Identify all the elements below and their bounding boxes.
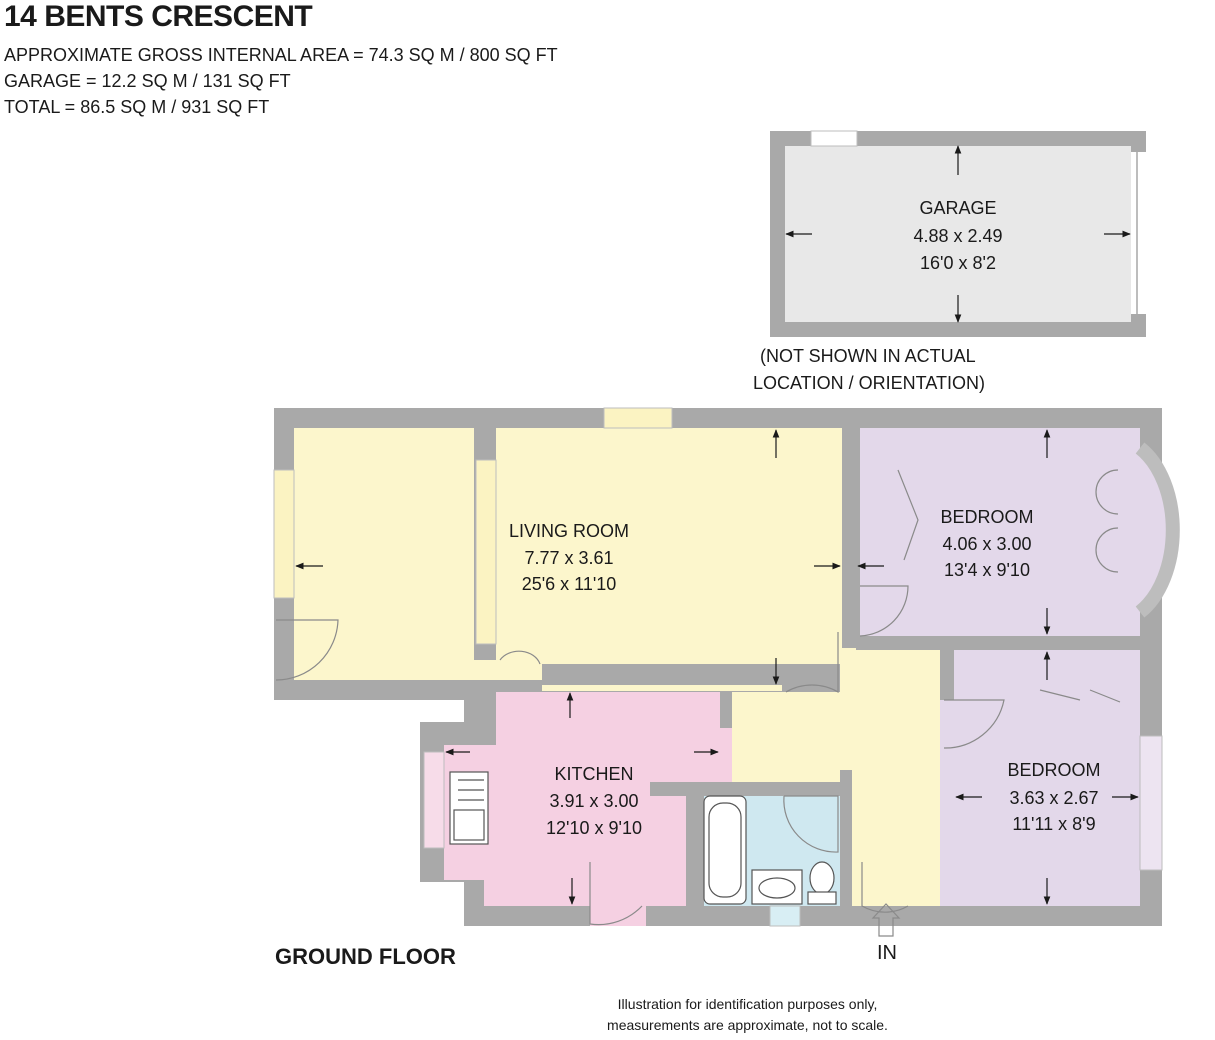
kitchen-metric: 3.91 x 3.00 — [549, 791, 638, 811]
garage-imperial: 16'0 x 8'2 — [920, 253, 996, 273]
bedroom2-imperial: 11'11 x 8'9 — [1012, 814, 1095, 834]
room-floors — [294, 428, 1173, 926]
disclaimer-line2: measurements are approximate, not to sca… — [607, 1017, 888, 1033]
bedroom2-name: BEDROOM — [1007, 760, 1100, 780]
garage-name: GARAGE — [919, 198, 996, 218]
living-room-name: LIVING ROOM — [509, 521, 629, 541]
kitchen-sink — [449, 771, 489, 845]
dimension-arrows — [295, 429, 1139, 905]
bedroom1-name: BEDROOM — [940, 507, 1033, 527]
garage-plan: GARAGE 4.88 x 2.49 16'0 x 8'2 — [770, 130, 1146, 337]
disclaimer-line1: Illustration for identification purposes… — [617, 996, 878, 1012]
bathroom-fixtures — [703, 795, 837, 905]
doors — [275, 469, 1121, 926]
room-labels: LIVING ROOM 7.77 x 3.61 25'6 x 11'10 BED… — [509, 507, 1101, 838]
garage-metric: 4.88 x 2.49 — [913, 226, 1002, 246]
garage-area-line: GARAGE = 12.2 SQ M / 131 SQ FT — [4, 71, 291, 91]
garage-note-line1: (NOT SHOWN IN ACTUAL — [760, 346, 976, 366]
bedroom2-metric: 3.63 x 2.67 — [1009, 788, 1098, 808]
living-room-metric: 7.77 x 3.61 — [524, 548, 613, 568]
total-area-line: TOTAL = 86.5 SQ M / 931 SQ FT — [4, 97, 270, 117]
entrance-arrow — [871, 903, 901, 937]
floor-label: GROUND FLOOR — [275, 944, 456, 969]
living-room-imperial: 25'6 x 11'10 — [522, 574, 617, 594]
bedroom1-metric: 4.06 x 3.00 — [942, 534, 1031, 554]
kitchen-name: KITCHEN — [554, 764, 633, 784]
garage-note-line2: LOCATION / ORIENTATION) — [753, 373, 986, 393]
bedroom1-imperial: 13'4 x 9'10 — [944, 560, 1030, 580]
kitchen-imperial: 12'10 x 9'10 — [546, 818, 642, 838]
property-title: 14 BENTS CRESCENT — [4, 0, 313, 33]
entrance-label: IN — [877, 942, 897, 964]
gross-area-line: APPROXIMATE GROSS INTERNAL AREA = 74.3 S… — [4, 45, 558, 65]
windows — [273, 407, 1180, 927]
disclaimer: Illustration for identification purposes… — [560, 994, 935, 1036]
